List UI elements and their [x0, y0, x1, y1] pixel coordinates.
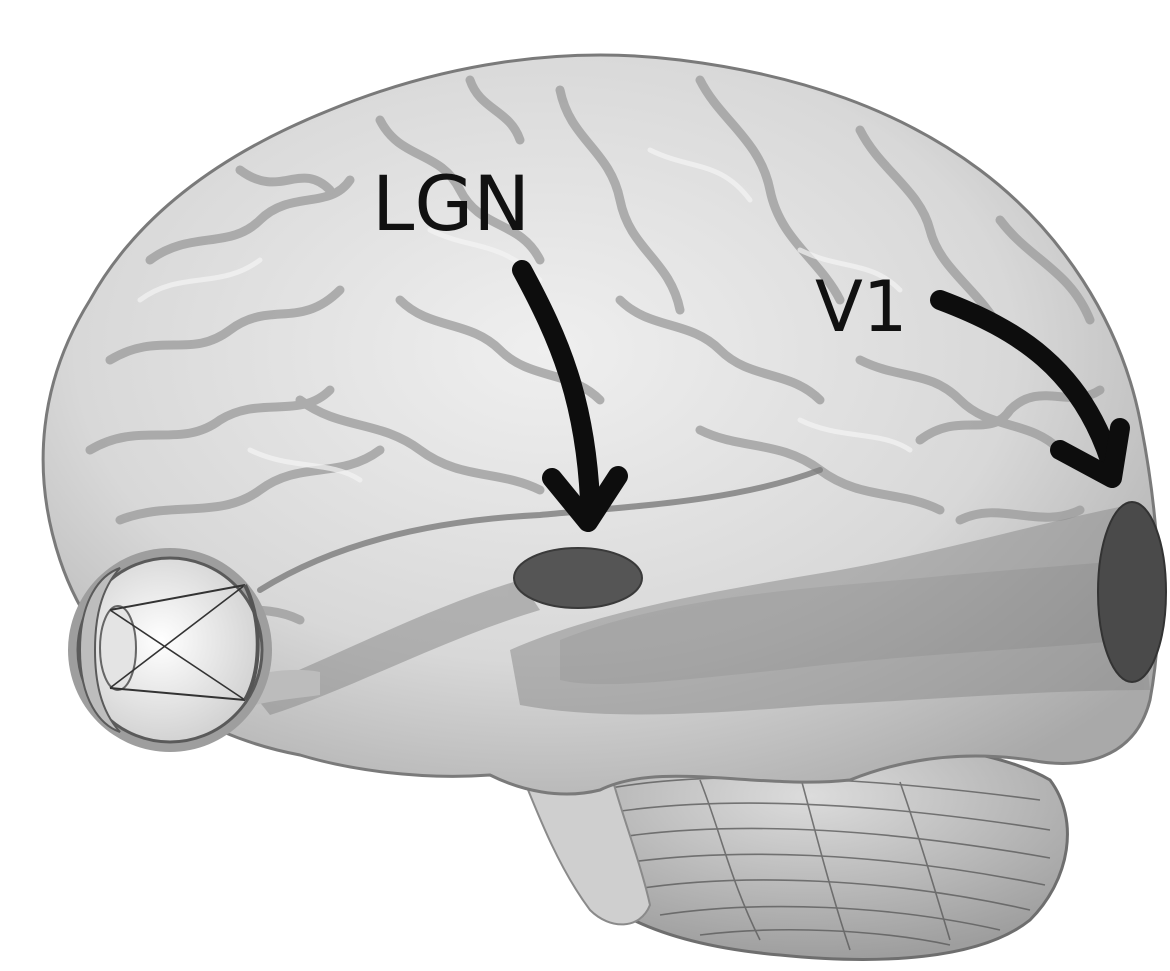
- v1-label: V1: [815, 272, 907, 342]
- lgn-region: [514, 548, 642, 608]
- lgn-label: LGN: [372, 166, 530, 242]
- v1-region: [1098, 502, 1166, 682]
